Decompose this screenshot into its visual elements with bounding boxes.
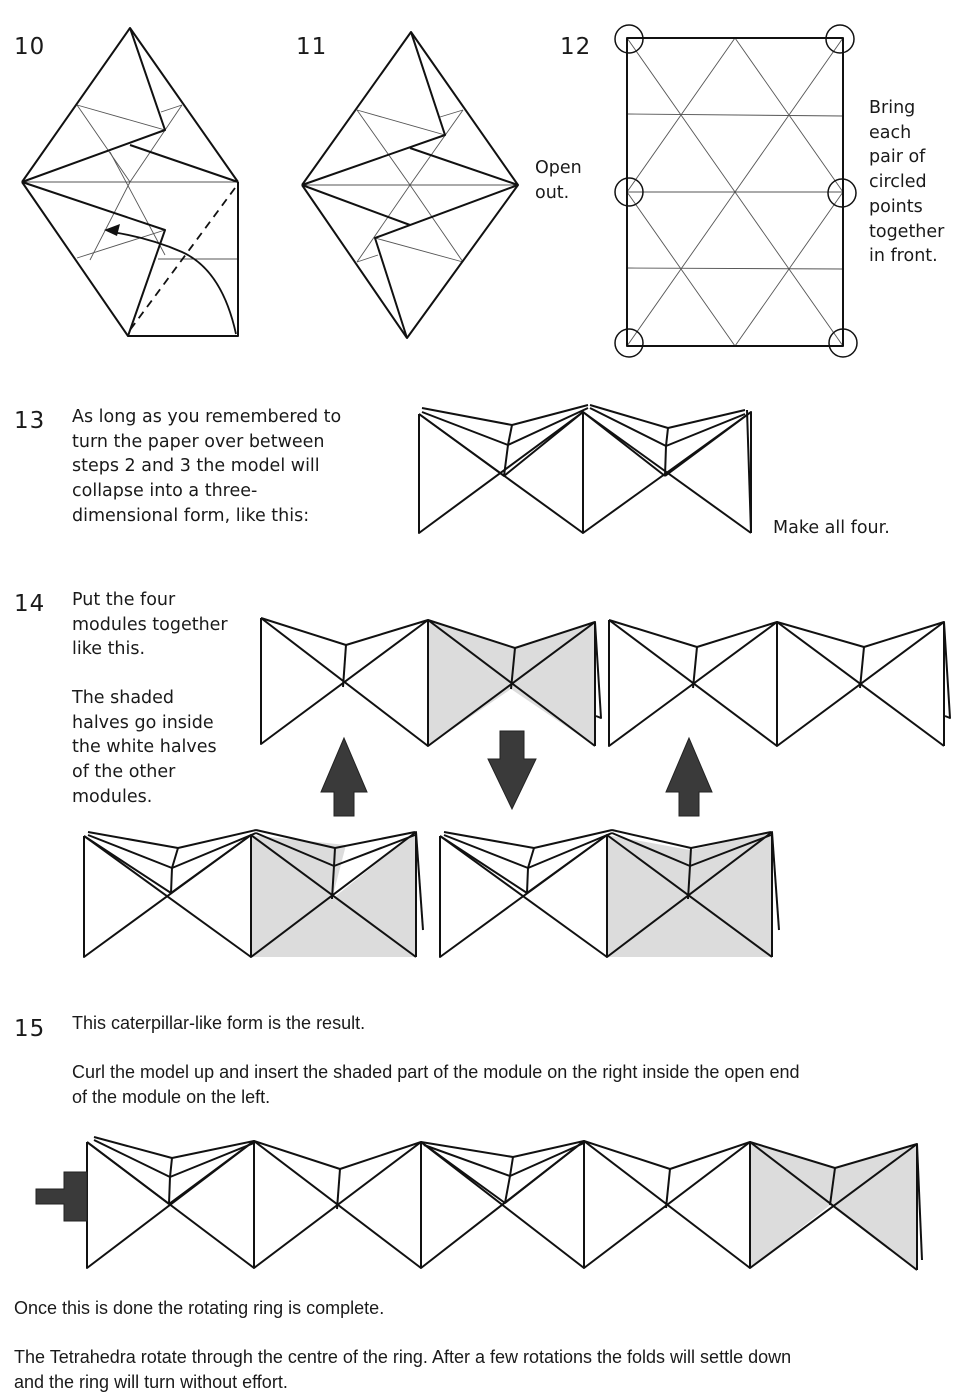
step-14-module-upper-left [260, 617, 602, 747]
step-13-number: 13 [14, 408, 46, 434]
step-10-diagram [21, 27, 239, 337]
circled-point [614, 24, 644, 54]
step-14-module-upper-right [608, 619, 951, 747]
down-arrow-icon [487, 730, 537, 811]
step-12-number: 12 [560, 34, 592, 60]
step-14-text-1: Put the four modules together like this. [72, 590, 228, 660]
up-arrow-icon [320, 736, 368, 817]
circled-point [614, 177, 644, 207]
footer-line-2: The Tetrahedra rotate through the centre… [14, 1347, 792, 1392]
up-arrow-icon [665, 736, 713, 817]
step-11-diagram [301, 31, 519, 339]
circled-point [614, 328, 644, 358]
step-14-module-lower-left [83, 829, 424, 958]
step-15-number: 15 [14, 1016, 46, 1042]
circled-point [825, 24, 855, 54]
step-15-text-2: Curl the model up and insert the shaded … [72, 1062, 800, 1107]
step-12-diagram [614, 24, 858, 358]
step-13-caption: Make all four. [773, 518, 890, 538]
step-14-module-lower-right [439, 829, 780, 958]
step-10-number: 10 [14, 34, 46, 60]
step-13-text: As long as you remembered to turn the pa… [72, 407, 342, 526]
step-15-text-1: This caterpillar-like form is the result… [72, 1013, 366, 1033]
step-13-module [418, 404, 752, 534]
step-14-text-2: The shaded halves go inside the white ha… [72, 688, 217, 807]
fold-arrow-icon [104, 224, 120, 236]
step-12-right-caption: Bring each pair of circled points togeth… [869, 98, 945, 267]
step-12-left-caption: Open out. [535, 158, 582, 203]
footer-line-1: Once this is done the rotating ring is c… [14, 1298, 385, 1318]
step-15-caterpillar [35, 1136, 923, 1271]
circled-point [828, 328, 858, 358]
right-arrow-icon [35, 1171, 88, 1222]
circled-point [827, 178, 857, 208]
step-11-number: 11 [296, 34, 328, 60]
step-14-number: 14 [14, 591, 46, 617]
